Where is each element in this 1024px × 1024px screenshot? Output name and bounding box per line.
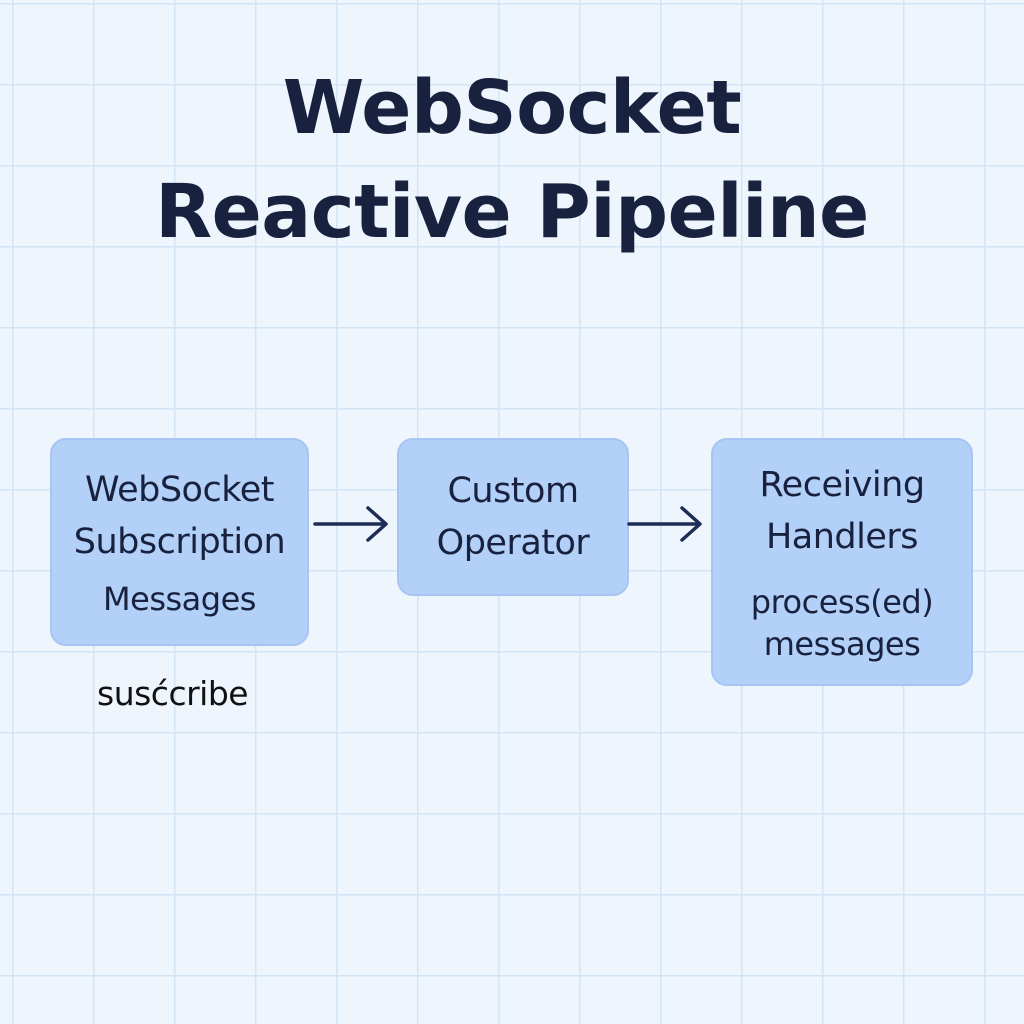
node-websocket-subscription: WebSocket Subscription Messages [50, 438, 309, 646]
node-custom-operator: Custom Operator [397, 438, 629, 596]
subscribe-label: susćcribe [97, 674, 249, 713]
diagram-title-line-2: Reactive Pipeline [155, 169, 869, 255]
node-title-line: Subscription [73, 522, 286, 562]
diagram-title: WebSocket Reactive Pipeline [0, 56, 1024, 264]
node-title-line: Handlers [765, 517, 919, 557]
diagram-title-line-1: WebSocket [282, 65, 742, 151]
arrow-right-icon [313, 506, 388, 542]
node-subtitle-line: Messages [103, 580, 256, 618]
node-subtitle-line: process(ed) [750, 583, 934, 621]
node-title-line: Custom [447, 471, 579, 511]
arrow-right-icon [627, 506, 702, 542]
node-receiving-handlers: Receiving Handlers process(ed) messages [711, 438, 973, 686]
node-title-line: Operator [436, 523, 590, 563]
node-title-line: WebSocket [85, 470, 274, 510]
node-subtitle-line: messages [763, 625, 921, 663]
node-title-line: Receiving [759, 465, 925, 505]
